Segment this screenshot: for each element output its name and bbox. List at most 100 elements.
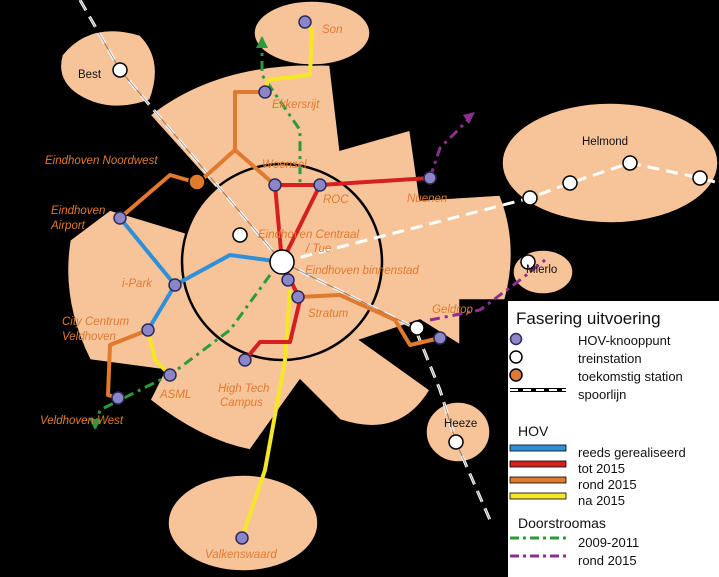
label-high-tech-2: Campus <box>220 397 263 409</box>
hov-realised-lines <box>118 216 283 332</box>
label-centraal-1: Eindhoven Centraal <box>258 229 359 241</box>
legend-purple-label: rond 2015 <box>578 552 637 568</box>
legend-row-blue: reeds gerealiseerd <box>508 443 686 461</box>
station-mierlo[interactable] <box>520 254 536 270</box>
doorstroom-mierlo-route <box>429 258 546 322</box>
node-roc[interactable] <box>313 178 327 192</box>
label-eindhoven-noordwest: Eindhoven Noordwest <box>45 155 158 167</box>
hov-yellow-son <box>263 20 314 93</box>
hov-red-ekkersrijt <box>273 184 284 263</box>
label-nuenen: Nuenen <box>407 193 447 205</box>
orange-line-icon <box>509 476 567 484</box>
legend-yellow-label: na 2015 <box>578 492 625 508</box>
purple-dash-icon <box>510 554 566 558</box>
hov-blue-veldhoven <box>146 283 177 332</box>
future-station-icon <box>509 368 523 382</box>
station-helmond-1[interactable] <box>522 190 538 206</box>
label-i-park: i-Park <box>122 278 153 290</box>
future-station-noordwest[interactable] <box>188 173 206 191</box>
legend-row-spoorlijn: spoorlijn <box>508 385 626 403</box>
label-centraal-2: / Tue <box>305 243 331 255</box>
hov-red-stratum <box>243 261 302 362</box>
station-heeze[interactable] <box>448 434 464 450</box>
hov-node-icon <box>509 332 523 346</box>
node-high-tech-campus[interactable] <box>238 353 252 367</box>
legend-row-red: tot 2015 <box>508 459 625 477</box>
zone-valkenswaard <box>167 474 319 572</box>
legend-hov-heading: HOV <box>518 423 549 439</box>
legend-station-label: treinstation <box>578 350 642 366</box>
legend-title: Fasering uitvoering <box>516 309 661 328</box>
label-eindhoven-airport-1: Eindhoven <box>51 205 105 217</box>
hov-nodes <box>111 15 447 545</box>
legend-row-green-dash: 2009-2011 <box>508 533 639 551</box>
legend-row-yellow: na 2015 <box>508 491 625 509</box>
central-ring <box>180 162 384 362</box>
legend-blue-label: reeds gerealiseerd <box>578 444 686 460</box>
label-best: Best <box>78 69 102 81</box>
hov-orange-ring <box>233 148 277 187</box>
zone-helmond <box>501 102 719 224</box>
label-veldhoven-west: Veldhoven West <box>40 415 124 427</box>
legend-red-label: tot 2015 <box>578 460 625 476</box>
station-best[interactable] <box>112 62 128 78</box>
legend-green-label: 2009-2011 <box>578 534 640 550</box>
label-heeze: Heeze <box>444 418 477 430</box>
hov-red-centraal-roc <box>280 184 322 263</box>
label-city-centrum-2: Veldhoven <box>62 331 116 343</box>
station-helmond-4[interactable] <box>692 170 708 186</box>
label-woensel: Woensel <box>262 159 307 171</box>
node-woensel[interactable] <box>268 178 282 192</box>
node-valkenswaard[interactable] <box>235 531 249 545</box>
label-binnenstad: Eindhoven binnenstad <box>305 265 419 277</box>
node-nuenen[interactable] <box>423 171 437 185</box>
legend-knooppunt-label: HOV-knooppunt <box>578 332 671 348</box>
station-helmond-2[interactable] <box>562 175 578 191</box>
legend-orange-label: rond 2015 <box>578 476 637 492</box>
hov-yellow-asml <box>146 329 172 377</box>
train-stations <box>112 62 708 450</box>
hov-orange-north <box>118 90 265 220</box>
node-city-centrum[interactable] <box>141 323 155 337</box>
label-eindhoven-airport-2: Airport <box>50 220 86 232</box>
label-high-tech-1: High Tech <box>218 383 269 395</box>
legend-row-future: toekomstig station <box>508 367 683 385</box>
blue-line-icon <box>509 444 567 452</box>
node-binnenstad[interactable] <box>291 290 305 304</box>
label-stratum: Stratum <box>308 308 349 320</box>
hov-yellow-valkenswaard <box>240 289 292 539</box>
node-geldrop[interactable] <box>433 331 447 345</box>
label-city-centrum-1: City Centrum <box>62 316 130 328</box>
doorstroom-nuenen-route <box>428 116 472 179</box>
green-dash-icon <box>510 536 566 540</box>
station-geldrop[interactable] <box>409 320 425 336</box>
label-helmond: Helmond <box>582 136 628 148</box>
legend-spoorlijn-label: spoorlijn <box>578 386 627 402</box>
doorstroom-son-route <box>260 38 302 185</box>
station-centraal[interactable] <box>269 249 295 275</box>
label-asml: ASML <box>159 389 191 401</box>
node-stratum-north[interactable] <box>281 273 295 287</box>
hov-orange-geldrop <box>297 293 441 347</box>
station-helmond-3[interactable] <box>622 155 638 171</box>
zone-heeze <box>425 401 491 463</box>
label-geldrop: Geldrop <box>432 304 474 316</box>
hov-na-2015-lines <box>146 20 314 539</box>
legend-row-station: treinstation <box>508 349 642 367</box>
node-ekkersrijt[interactable] <box>258 85 272 99</box>
node-asml[interactable] <box>163 368 177 382</box>
legend-row-purple-dash: rond 2015 <box>508 551 637 569</box>
railway-icon <box>510 388 566 392</box>
station-noordwest-area[interactable] <box>232 227 248 243</box>
node-veldhoven-west[interactable] <box>111 391 125 405</box>
node-son[interactable] <box>298 15 312 29</box>
legend-doorstroom-heading: Doorstroomas <box>518 515 606 531</box>
hov-blue-airport <box>118 216 283 287</box>
node-i-park[interactable] <box>168 278 182 292</box>
label-son: Son <box>322 24 342 36</box>
legend-future-label: toekomstig station <box>578 368 683 384</box>
yellow-line-icon <box>509 492 567 500</box>
node-airport[interactable] <box>113 211 127 225</box>
label-roc: ROC <box>323 194 349 206</box>
